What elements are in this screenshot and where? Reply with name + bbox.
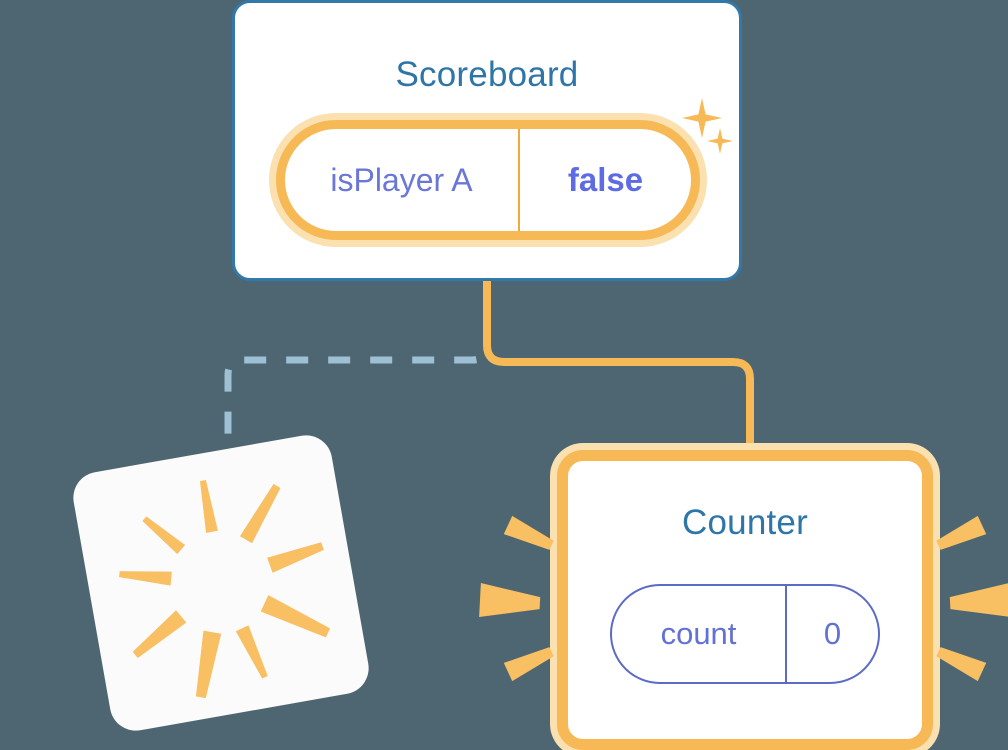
connector-scoreboard-to-counter <box>483 281 754 462</box>
counter-state-value: 0 <box>785 586 878 682</box>
placeholder-card[interactable] <box>69 431 373 735</box>
burst-ray <box>949 583 1008 617</box>
scoreboard-title: Scoreboard <box>395 55 579 94</box>
scoreboard-state-pill[interactable]: isPlayer A false <box>276 120 700 240</box>
counter-state-key: count <box>660 616 737 651</box>
burst-ray <box>936 515 987 550</box>
scoreboard-state-value: false <box>518 129 691 231</box>
burst-ray <box>479 583 541 617</box>
scoreboard-state-key: isPlayer A <box>330 161 473 198</box>
burst-ray <box>936 647 987 682</box>
burst-ray <box>503 515 554 550</box>
counter-title: Counter <box>682 503 808 542</box>
burst-ray <box>503 647 554 682</box>
counter-state-pill[interactable]: count 0 <box>610 584 880 684</box>
